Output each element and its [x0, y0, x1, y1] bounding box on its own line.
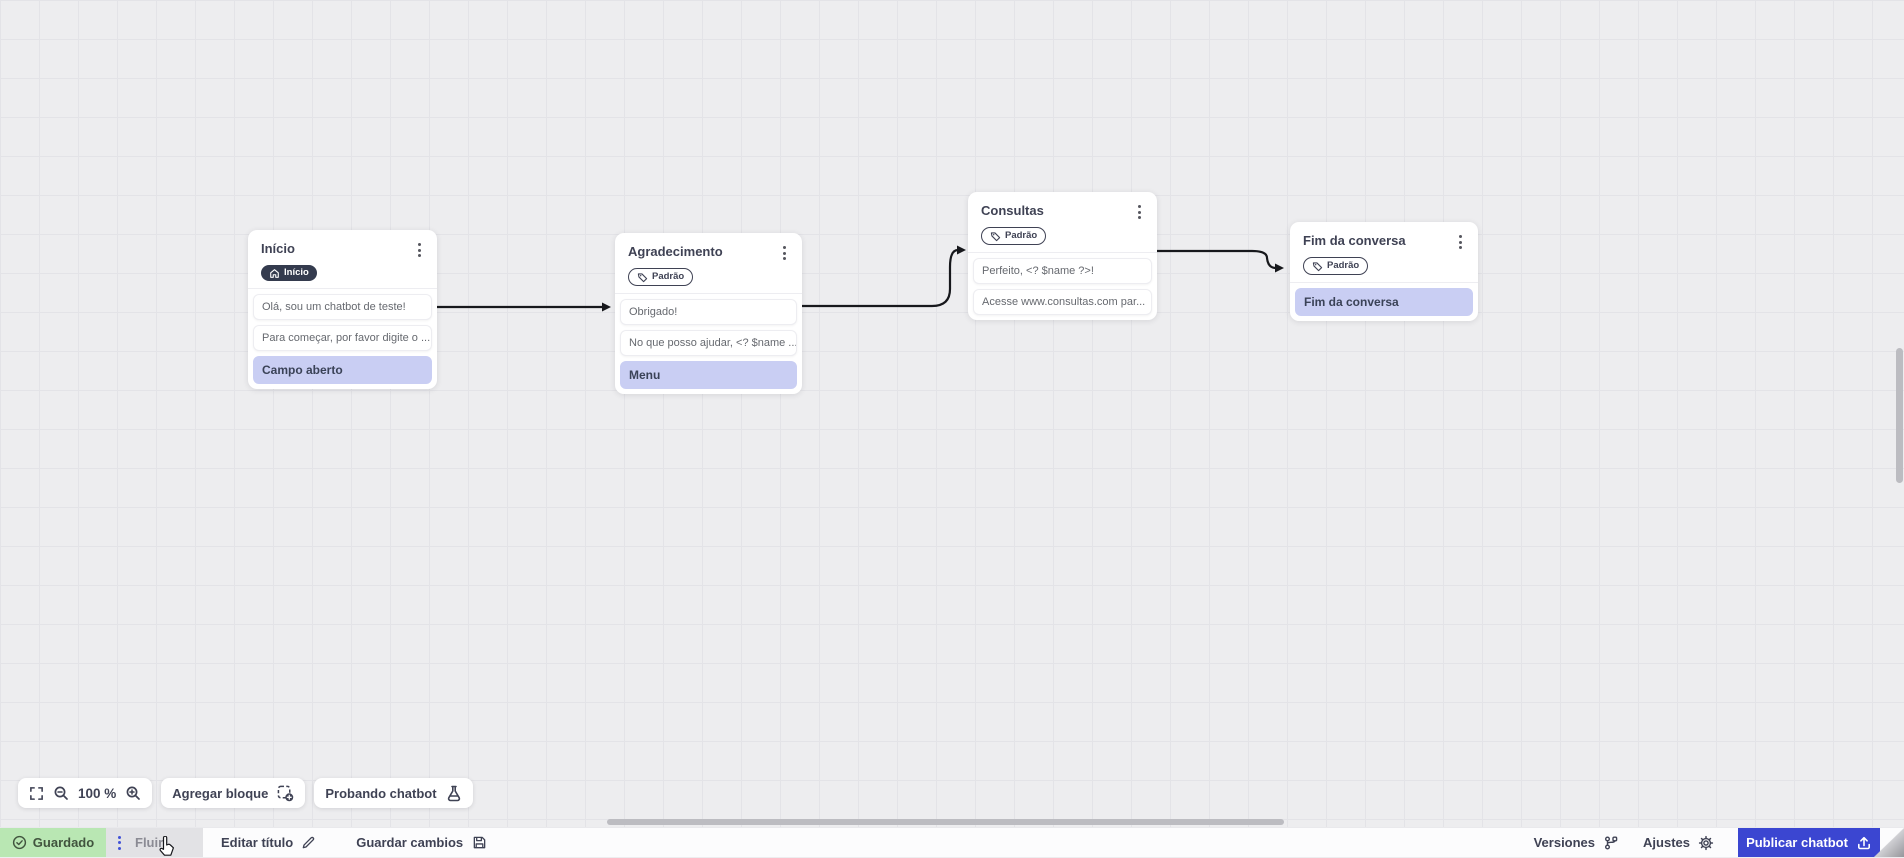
action-row[interactable]: Fim da conversa — [1295, 288, 1473, 316]
tag-icon — [990, 231, 1001, 241]
save-changes-label: Guardar cambios — [356, 835, 464, 850]
vertical-scrollbar[interactable] — [1896, 348, 1903, 483]
zoom-level: 100 % — [78, 785, 117, 801]
tag-icon — [1312, 261, 1323, 271]
gear-icon — [1698, 835, 1714, 850]
flow-node-agradecimento[interactable]: Agradecimento Padrão Obrigado! No que po… — [615, 233, 802, 394]
zoom-in-icon — [126, 786, 141, 800]
message-row[interactable]: Obrigado! — [620, 299, 797, 325]
save-changes-button[interactable]: Guardar cambios — [356, 828, 487, 857]
node-header: Fim da conversa — [1290, 222, 1478, 251]
add-block-icon — [278, 785, 294, 801]
node-type-badge: Início — [261, 265, 317, 281]
fit-view-button[interactable] — [29, 786, 44, 801]
home-icon — [270, 268, 279, 278]
node-title: Início — [261, 241, 295, 256]
message-row[interactable]: Perfeito, <? $name ?>! — [973, 258, 1152, 284]
message-row[interactable]: No que posso ajudar, <? $name ... — [620, 330, 797, 356]
node-title: Consultas — [981, 203, 1044, 218]
zoom-out-button[interactable] — [53, 785, 69, 801]
node-menu-button[interactable] — [1132, 203, 1147, 221]
fullscreen-icon — [30, 786, 43, 800]
edge-consultas-fim — [1157, 249, 1284, 273]
node-rows: Fim da conversa — [1290, 282, 1478, 321]
badge-label: Padrão — [1327, 260, 1360, 271]
message-row[interactable]: Olá, sou um chatbot de teste! — [253, 294, 432, 320]
action-row[interactable]: Menu — [620, 361, 797, 389]
node-header: Início — [248, 230, 437, 259]
node-header: Agradecimento — [615, 233, 802, 262]
node-type-badge: Padrão — [981, 227, 1047, 245]
upload-icon — [1857, 836, 1870, 849]
node-header: Consultas — [968, 192, 1157, 221]
saved-label: Guardado — [32, 835, 95, 850]
publish-chatbot-button[interactable]: Publicar chatbot — [1738, 828, 1880, 857]
add-block-label: Agregar bloque — [172, 785, 269, 801]
flow-node-fim[interactable]: Fim da conversa Padrão Fim da conversa — [1290, 222, 1478, 321]
node-type-badge: Padrão — [1303, 257, 1369, 275]
node-menu-button[interactable] — [1453, 233, 1468, 251]
flask-icon — [447, 785, 460, 801]
node-title: Fim da conversa — [1303, 233, 1406, 248]
message-row[interactable]: Acesse www.consultas.com par... — [973, 289, 1152, 315]
edit-title-button[interactable]: Editar título — [221, 828, 316, 857]
saved-status-badge: Guardado — [0, 828, 106, 857]
flow-node-inicio[interactable]: Início Início Olá, sou um chatbot de tes… — [248, 230, 437, 389]
branch-icon — [1605, 836, 1618, 849]
node-menu-button[interactable] — [412, 241, 427, 259]
node-rows: Olá, sou um chatbot de teste! Para começ… — [248, 288, 437, 389]
add-block-button[interactable]: Agregar bloque — [161, 778, 306, 808]
edge-agradecimento-consultas — [802, 245, 966, 308]
save-icon — [473, 836, 486, 849]
status-bar-right: Versiones Ajustes Publicar chatbot — [1534, 828, 1904, 857]
flow-node-consultas[interactable]: Consultas Padrão Perfeito, <? $name ?>! … — [968, 192, 1157, 320]
node-menu-button[interactable] — [777, 244, 792, 262]
zoom-controls: 100 % — [18, 778, 153, 808]
node-rows: Perfeito, <? $name ?>! Acesse www.consul… — [968, 252, 1157, 320]
flow-tab-label: Fluir — [135, 835, 164, 850]
drag-handle-icon[interactable] — [118, 835, 121, 850]
action-row[interactable]: Campo aberto — [253, 356, 432, 384]
horizontal-scrollbar[interactable] — [607, 819, 1284, 825]
node-rows: Obrigado! No que posso ajudar, <? $name … — [615, 293, 802, 394]
check-circle-icon — [12, 835, 26, 850]
publish-label: Publicar chatbot — [1746, 835, 1848, 850]
settings-label: Ajustes — [1643, 835, 1690, 850]
versions-button[interactable]: Versiones — [1534, 828, 1619, 857]
badge-label: Início — [284, 267, 309, 278]
pencil-icon — [302, 836, 315, 849]
zoom-in-button[interactable] — [125, 785, 141, 801]
settings-button[interactable]: Ajustes — [1643, 828, 1714, 857]
test-chatbot-button[interactable]: Probando chatbot — [314, 778, 473, 808]
tag-icon — [637, 272, 648, 282]
message-row[interactable]: Para começar, por favor digite o ... — [253, 325, 432, 351]
versions-label: Versiones — [1533, 835, 1596, 850]
badge-label: Padrão — [652, 271, 685, 282]
tab-flow[interactable]: Fluir — [106, 828, 203, 857]
test-chatbot-label: Probando chatbot — [325, 785, 437, 801]
canvas-toolbar: 100 % Agregar bloque Probando chatbot — [18, 778, 473, 808]
badge-label: Padrão — [1005, 230, 1038, 241]
edit-title-label: Editar título — [221, 835, 294, 850]
node-type-badge: Padrão — [628, 268, 694, 286]
node-title: Agradecimento — [628, 244, 723, 259]
zoom-out-icon — [54, 786, 68, 800]
status-bar: Guardado Fluir Editar título Guardar cam… — [0, 827, 1904, 857]
